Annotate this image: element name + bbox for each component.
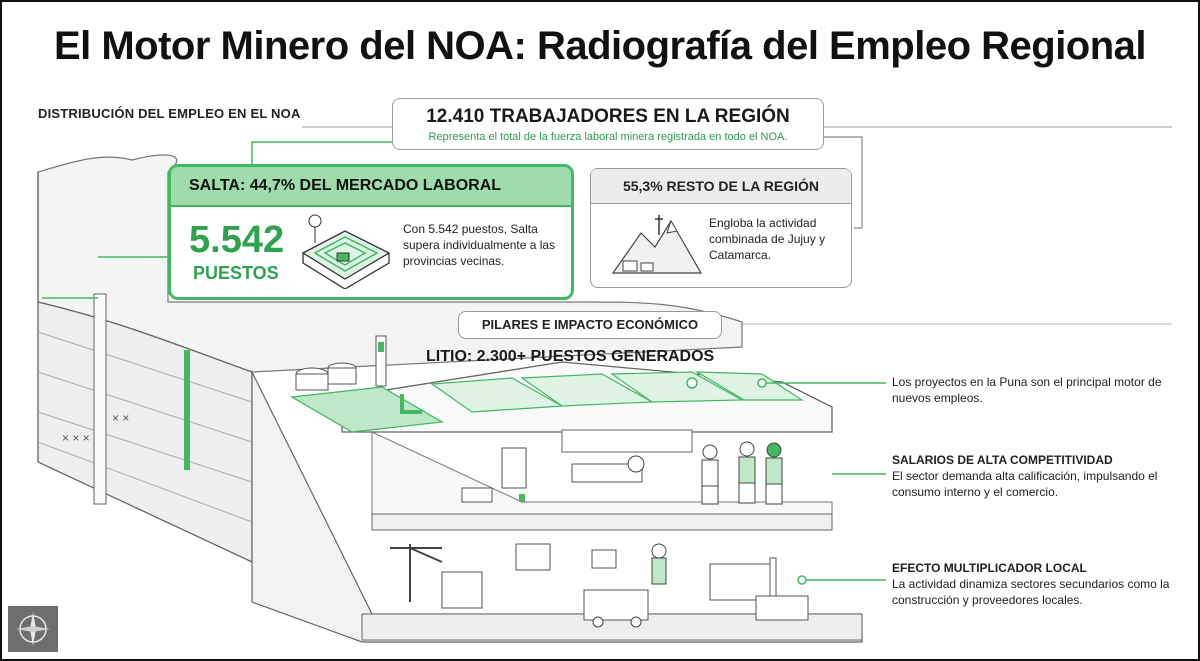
salta-heading: SALTA: 44,7% DEL MERCADO LABORAL <box>189 177 502 194</box>
lithium-pit-icon <box>301 214 391 289</box>
svg-text:× × ×: × × × <box>62 431 90 445</box>
svg-text:× ×: × × <box>112 411 129 425</box>
annotation-salaries: SALARIOS DE ALTA COMPETITIVIDAD El secto… <box>892 452 1182 500</box>
total-workers-subtitle: Representa el total de la fuerza laboral… <box>428 131 788 143</box>
salta-unit: PUESTOS <box>193 263 279 283</box>
rest-region-card: 55,3% RESTO DE LA REGIÓN Engloba la acti… <box>590 168 852 288</box>
lithium-jobs-label: LITIO: 2.300+ PUESTOS GENERADOS <box>426 348 715 365</box>
pillars-heading: PILARES E IMPACTO ECONÓMICO <box>481 317 699 332</box>
rest-region-description: Engloba la actividad combinada de Jujuy … <box>709 216 826 262</box>
total-workers-card: 12.410 TRABAJADORES EN LA REGIÓN Represe… <box>392 98 824 150</box>
annotation-multiplier: EFECTO MULTIPLICADOR LOCAL La actividad … <box>892 560 1182 608</box>
salta-description: Con 5.542 puestos, Salta supera individu… <box>403 222 556 268</box>
salta-card-header: SALTA: 44,7% DEL MERCADO LABORAL <box>171 167 571 207</box>
rest-region-header: 55,3% RESTO DE LA REGIÓN <box>591 169 851 204</box>
annotation-puna: Los proyectos en la Puna son el principa… <box>892 374 1182 406</box>
mountain-mine-icon <box>611 215 703 274</box>
annotation-salaries-title: SALARIOS DE ALTA COMPETITIVIDAD <box>892 453 1113 467</box>
annotation-multiplier-title: EFECTO MULTIPLICADOR LOCAL <box>892 561 1087 575</box>
annotation-salaries-text: El sector demanda alta calificación, imp… <box>892 469 1158 499</box>
section-label: DISTRIBUCIÓN DEL EMPLEO EN EL NOA <box>38 106 301 121</box>
annotation-multiplier-text: La actividad dinamiza sectores secundari… <box>892 577 1170 607</box>
annotation-puna-text: Los proyectos en la Puna son el principa… <box>892 375 1162 405</box>
salta-card: SALTA: 44,7% DEL MERCADO LABORAL 5.542 P… <box>168 164 574 300</box>
total-workers-heading: 12.410 TRABAJADORES EN LA REGIÓN <box>426 106 790 127</box>
salta-number: 5.542 <box>189 219 285 261</box>
rest-region-heading: 55,3% RESTO DE LA REGIÓN <box>622 178 820 194</box>
compass-logo-icon <box>8 606 58 652</box>
page-title: El Motor Minero del NOA: Radiografía del… <box>53 24 1147 68</box>
pillars-card: PILARES E IMPACTO ECONÓMICO <box>458 311 722 339</box>
